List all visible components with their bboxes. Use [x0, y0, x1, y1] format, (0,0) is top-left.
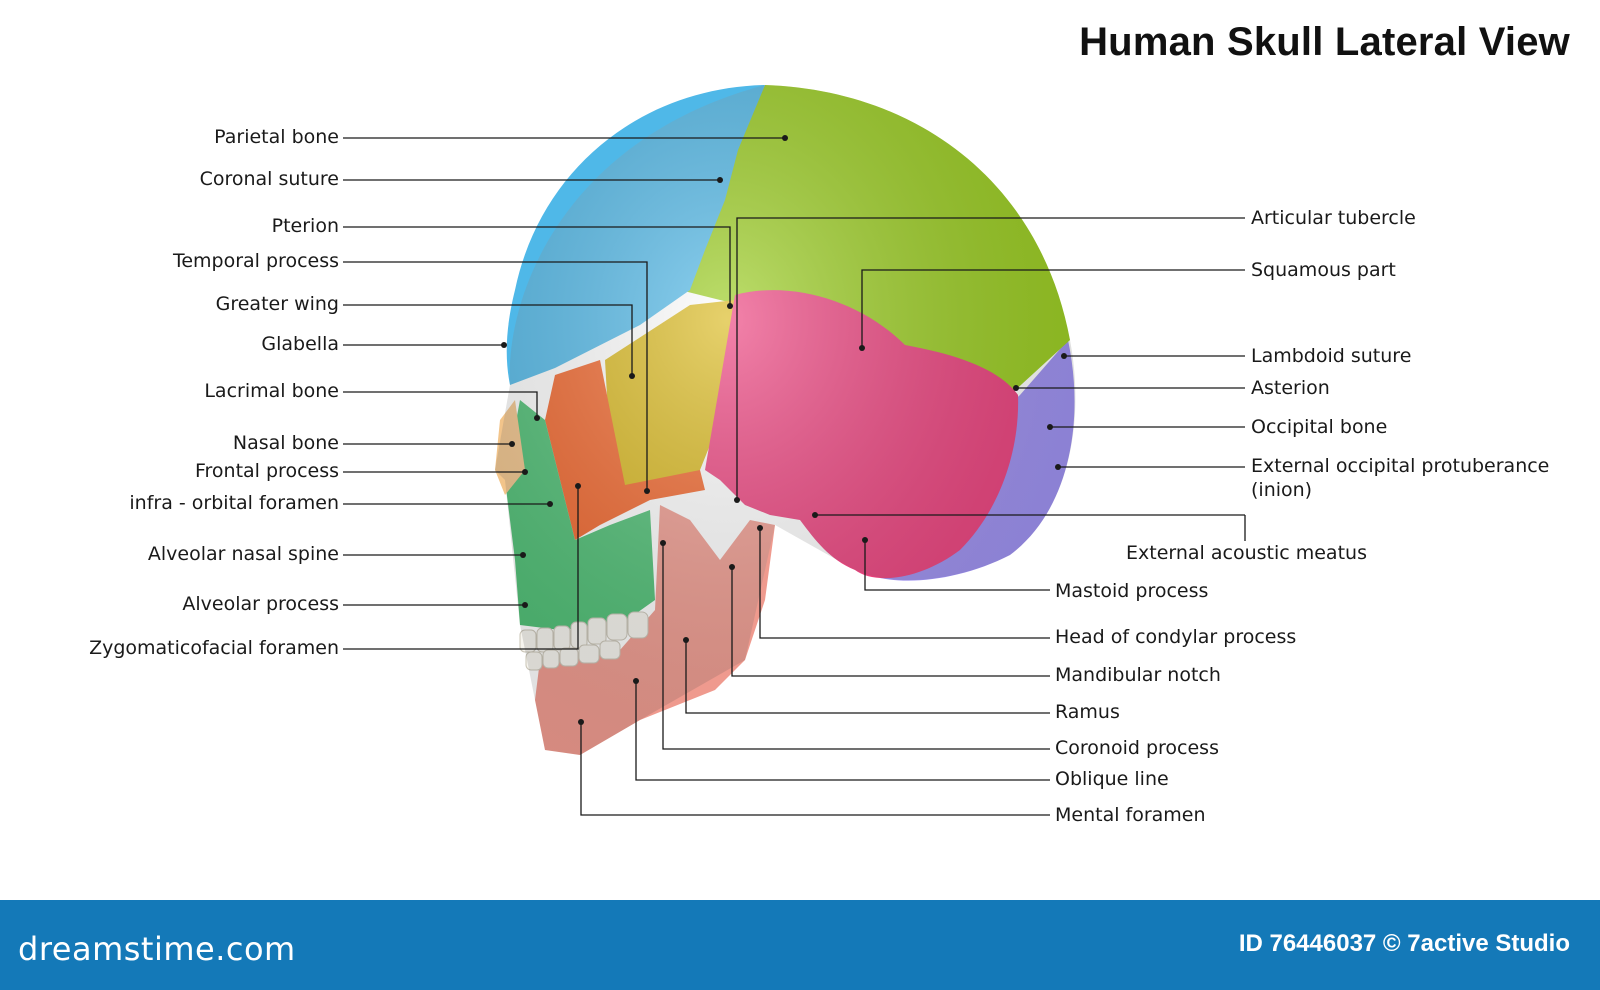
label-glabella: Glabella — [261, 333, 339, 355]
label-ramus: Ramus — [1055, 701, 1120, 723]
label-asterion: Asterion — [1251, 377, 1330, 399]
label-articular-tubercle: Articular tubercle — [1251, 207, 1416, 229]
label-lambdoid-suture: Lambdoid suture — [1251, 345, 1412, 367]
brand-logo: dreamstime.com — [18, 930, 296, 968]
label-greater-wing: Greater wing — [215, 293, 339, 315]
page-title: Human Skull Lateral View — [1079, 20, 1570, 64]
leader-dots — [501, 135, 1067, 725]
label-zygomaticofacial-foramen: Zygomaticofacial foramen — [89, 637, 339, 659]
label-external-acoustic-meatus: External acoustic meatus — [1126, 542, 1367, 564]
label-lacrimal-bone: Lacrimal bone — [204, 380, 339, 402]
skull-shading — [495, 85, 1076, 755]
label-coronoid-process: Coronoid process — [1055, 737, 1219, 759]
label-head-of-condylar-process: Head of condylar process — [1055, 626, 1297, 648]
footer-bar: dreamstime.com ID 76446037 © 7active Stu… — [0, 900, 1600, 990]
label-coronal-suture: Coronal suture — [199, 168, 339, 190]
label-oblique-line: Oblique line — [1055, 768, 1169, 790]
label-parietal-bone: Parietal bone — [214, 126, 339, 148]
label-frontal-process: Frontal process — [194, 460, 339, 482]
label-pterion: Pterion — [271, 215, 339, 237]
label-mental-foramen: Mental foramen — [1055, 804, 1206, 826]
label-infra-orbital-foramen: infra - orbital foramen — [129, 492, 339, 514]
image-credit: ID 76446037 © 7active Studio — [1238, 930, 1570, 957]
skull-diagram — [343, 85, 1246, 816]
label-external-occipital-protuberance: External occipital protuberance — [1251, 455, 1550, 477]
label-mastoid-process: Mastoid process — [1055, 580, 1209, 602]
label-squamous-part: Squamous part — [1251, 259, 1396, 281]
label-temporal-process: Temporal process — [172, 250, 339, 272]
label-nasal-bone: Nasal bone — [232, 432, 339, 454]
label-mandibular-notch: Mandibular notch — [1055, 664, 1221, 686]
leader-lines — [343, 137, 1246, 816]
label-alveolar-nasal-spine: Alveolar nasal spine — [147, 543, 339, 565]
label-inion: (inion) — [1251, 479, 1313, 501]
label-occipital-bone: Occipital bone — [1251, 416, 1388, 438]
label-alveolar-process: Alveolar process — [182, 593, 339, 615]
